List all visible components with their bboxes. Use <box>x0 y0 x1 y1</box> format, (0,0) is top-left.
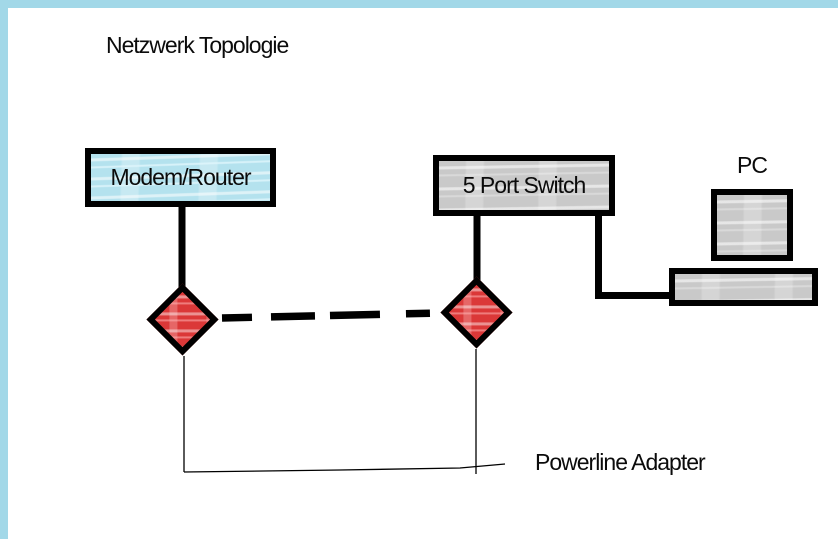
callout-line-horizontal <box>183 463 506 473</box>
powerline-adapter-label: Powerline Adapter <box>535 449 706 475</box>
five-port-switch-label: 5 Port Switch <box>462 172 586 198</box>
window-frame-left <box>0 0 8 539</box>
diagram-title: Netzwerk Topologie <box>106 32 289 58</box>
pc-base-shape <box>669 268 818 306</box>
window-frame-top <box>0 0 838 8</box>
wire-powerline-dashed-link <box>221 309 441 322</box>
modem-router-node: Modem/Router <box>85 148 276 207</box>
powerline-adapter-left-node <box>146 283 219 356</box>
pc-label: PC <box>737 152 768 178</box>
powerline-adapter-right-node <box>440 276 513 349</box>
wire-switch-to-pc <box>595 214 669 299</box>
pc-monitor-shape <box>711 189 793 261</box>
five-port-switch-node: 5 Port Switch <box>433 155 615 216</box>
modem-router-label: Modem/Router <box>110 164 251 190</box>
